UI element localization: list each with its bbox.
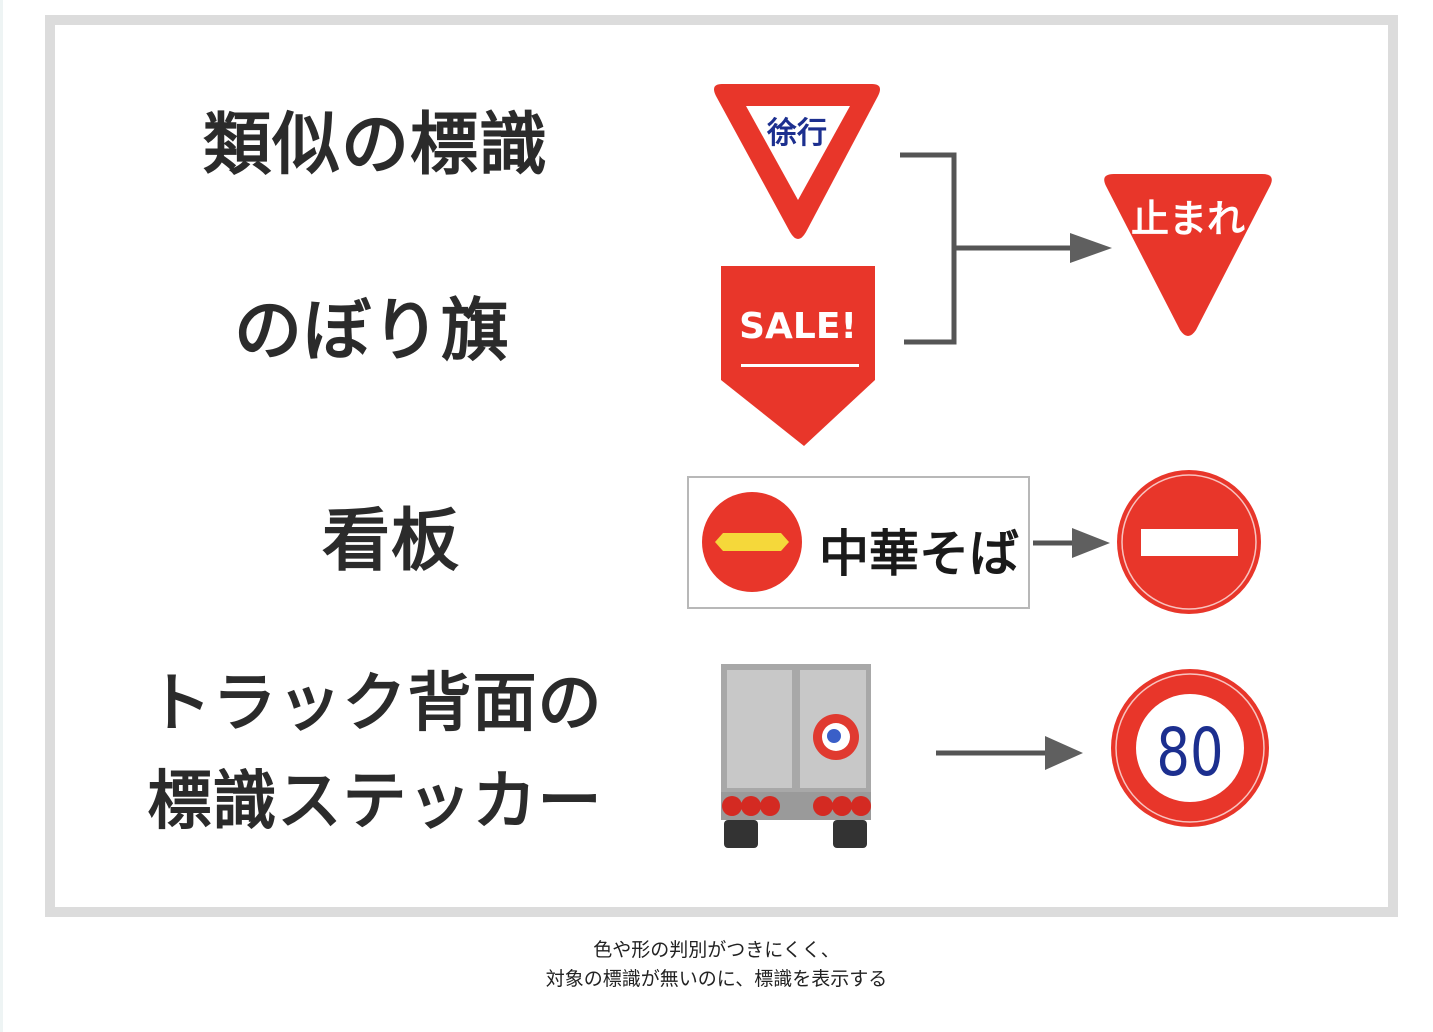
label-truck-sticker: トラック背面の 標識ステッカー [130, 655, 620, 851]
shop-sign-circle-icon [702, 492, 802, 592]
speed-limit-sign-icon: 80 [1111, 669, 1269, 827]
label-similar-signs: 類似の標識 [203, 106, 549, 185]
stop-sign-icon: 止まれ [1104, 174, 1272, 336]
bracket-arrow-icon [900, 152, 1075, 345]
arrow-head-icon [1070, 233, 1112, 263]
truck-arrow-icon [936, 736, 1083, 770]
truck-rear-icon [721, 664, 871, 848]
label-signboard: 看板 [322, 502, 461, 581]
sale-banner-icon: SALE! [721, 266, 875, 446]
speed-limit-text: 80 [1156, 715, 1223, 791]
yield-slow-sign-icon: 徐行 [714, 84, 880, 239]
page-left-edge [0, 0, 3, 1032]
label-nobori-flag: のぼり旗 [234, 292, 511, 371]
caption-line-2: 対象の標識が無いのに、標識を表示する [545, 968, 888, 990]
label-truck-sticker-line2: 標識ステッカー [147, 765, 603, 839]
shop-signboard-text: 中華そば [819, 525, 1019, 583]
label-truck-sticker-line1: トラック背面の [147, 667, 603, 741]
sale-banner-text: SALE! [739, 306, 857, 347]
figure-caption: 色や形の判別がつきにくく、 対象の標識が無いのに、標識を表示する [0, 936, 1433, 994]
signboard-arrow-icon [1033, 528, 1110, 558]
yield-sign-text: 徐行 [766, 116, 827, 151]
no-entry-sign-icon [1117, 470, 1261, 614]
shop-signboard: 中華そば [687, 476, 1030, 609]
caption-line-1: 色や形の判別がつきにくく、 [593, 939, 840, 961]
stop-sign-text: 止まれ [1131, 197, 1245, 241]
